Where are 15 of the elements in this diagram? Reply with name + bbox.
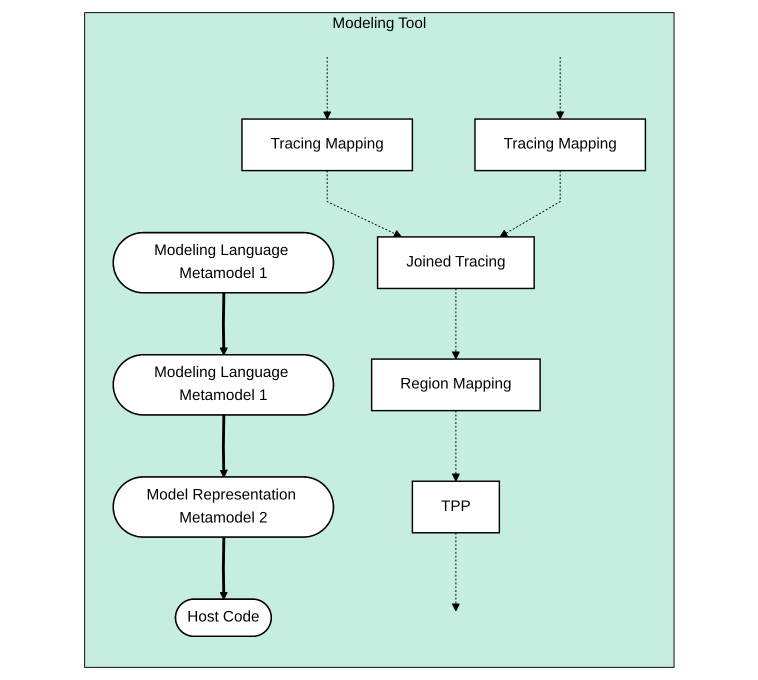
arrow [556,56,564,120]
node-box: TPP [411,480,500,534]
arrow [451,532,460,612]
arrow [322,56,332,120]
arrow [219,293,228,356]
arrow [326,170,402,238]
node-box: Joined Tracing [376,236,535,290]
arrow [219,538,228,600]
node-box: Tracing Mapping [240,118,413,172]
arrow [451,288,460,360]
arrow [499,170,560,238]
node-box: Region Mapping [370,358,540,412]
arrow [451,410,460,482]
arrow [219,415,228,478]
node-box: Tracing Mapping [474,118,646,172]
